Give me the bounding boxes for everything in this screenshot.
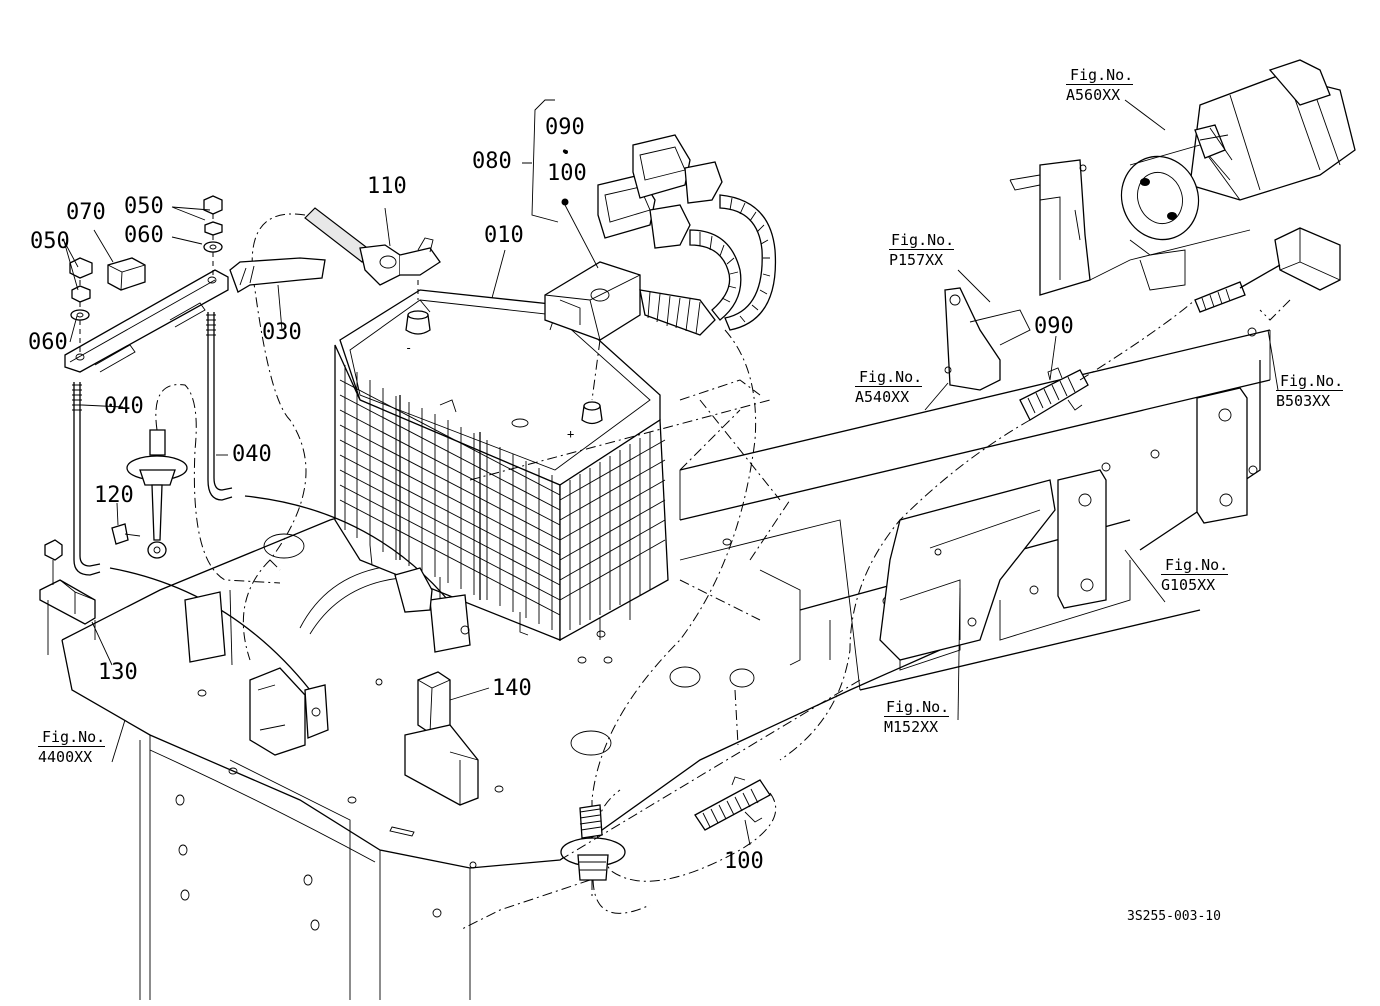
- part-label-040-left: 040: [104, 394, 144, 419]
- figref-code: M152XX: [884, 716, 950, 736]
- part-label-090-group: 090: [545, 115, 585, 140]
- group-separator: •: [561, 145, 569, 159]
- figref-a540: Fig.No. A540XX: [855, 368, 923, 406]
- battery-cable-icon: [242, 207, 441, 661]
- bracket-m152: [879, 479, 1056, 661]
- part-label-140: 140: [492, 676, 532, 701]
- part-label-100-group: 100: [547, 161, 587, 186]
- grommet-bottom-icon: [560, 804, 651, 914]
- battery-positive-mark: +: [567, 427, 574, 441]
- battery-negative-mark: -: [405, 341, 412, 355]
- figref-code: A560XX: [1066, 84, 1134, 104]
- figref-code: 4400XX: [38, 746, 106, 766]
- routing-lines: [269, 379, 861, 931]
- figref-a560: Fig.No. A560XX: [1066, 66, 1134, 104]
- figref-4400: Fig.No. 4400XX: [38, 728, 106, 766]
- cable-clamps: [184, 567, 471, 756]
- figref-b503: Fig.No. B503XX: [1276, 372, 1344, 410]
- starter-motor-icon: [1120, 59, 1356, 291]
- part-label-100-sleeve: 100: [724, 849, 764, 874]
- group-bracket-080: [522, 99, 559, 223]
- part-label-130: 130: [98, 660, 138, 685]
- figref-prefix: Fig.No.: [1070, 66, 1134, 84]
- part-label-060-left: 060: [28, 330, 68, 355]
- figref-prefix: Fig.No.: [42, 728, 106, 746]
- figref-prefix: Fig.No.: [1280, 372, 1344, 390]
- part-label-050-right: 050: [124, 194, 164, 219]
- frame-rails: [679, 329, 1271, 691]
- part-label-030: 030: [262, 320, 302, 345]
- figref-prefix: Fig.No.: [891, 231, 955, 249]
- bracket-p157: [944, 159, 1251, 391]
- group-dot: [564, 150, 568, 154]
- part-label-110: 110: [367, 174, 407, 199]
- protective-sleeve-icon: [591, 227, 1341, 900]
- figref-m152: Fig.No. M152XX: [884, 698, 950, 736]
- figref-p157: Fig.No. P157XX: [889, 231, 955, 269]
- figref-code: A540XX: [855, 386, 923, 406]
- drawing-id: 3S255-003-10: [1127, 909, 1221, 924]
- part-label-090-sleeve: 090: [1034, 314, 1074, 339]
- ground-cable-icon: [229, 257, 326, 293]
- figref-code: G105XX: [1161, 574, 1229, 594]
- part-label-120: 120: [94, 483, 134, 508]
- battery-icon: [334, 289, 669, 642]
- part-label-070: 070: [66, 200, 106, 225]
- bracket-plate-130: [39, 539, 96, 655]
- figref-prefix: Fig.No.: [886, 698, 950, 716]
- harness-connector-icon: [544, 134, 777, 801]
- figref-prefix: Fig.No.: [1165, 556, 1229, 574]
- figref-prefix: Fig.No.: [859, 368, 923, 386]
- leader-lines: [63, 99, 1279, 846]
- grommet-icon: [111, 384, 281, 584]
- part-label-010: 010: [484, 223, 524, 248]
- part-label-080: 080: [472, 149, 512, 174]
- part-label-040-right: 040: [232, 442, 272, 467]
- block-140: [404, 671, 479, 806]
- part-label-050-left: 050: [30, 229, 70, 254]
- figref-g105: Fig.No. G105XX: [1161, 556, 1229, 594]
- hook-bolts: [72, 312, 461, 691]
- figref-code: B503XX: [1276, 390, 1344, 410]
- figref-code: P157XX: [889, 249, 955, 269]
- part-label-060-right: 060: [124, 223, 164, 248]
